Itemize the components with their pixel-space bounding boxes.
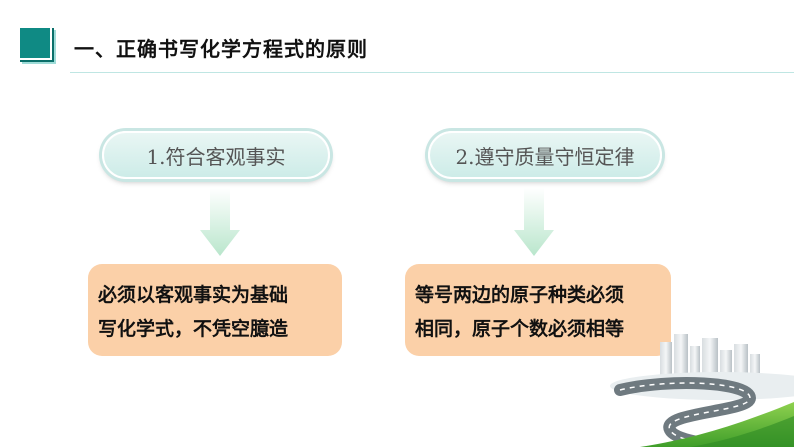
explanation-line: 写化学式，不凭空臆造 [98, 318, 289, 340]
principle-2-box: 2.遵守质量守恒定律 [428, 131, 662, 179]
explanation-line: 相同，原子个数必须相等 [415, 318, 625, 340]
principle-1-explanation: 必须以客观事实为基础 写化学式，不凭空臆造 [88, 264, 342, 356]
title-decoration-square [18, 26, 52, 60]
down-arrow-icon [514, 188, 554, 256]
principle-2-label: 2.遵守质量守恒定律 [455, 144, 635, 169]
city-road-illustration [610, 334, 794, 447]
principle-1-label: 1.符合客观事实 [146, 144, 286, 169]
title-divider [70, 72, 794, 73]
down-arrow-icon [200, 188, 240, 256]
explanation-line: 等号两边的原子种类必须 [415, 284, 625, 306]
page-title: 一、正确书写化学方程式的原则 [74, 37, 368, 61]
principle-1-box: 1.符合客观事实 [102, 131, 330, 179]
explanation-line: 必须以客观事实为基础 [98, 284, 289, 306]
principle-2-explanation: 等号两边的原子种类必须 相同，原子个数必须相等 [405, 264, 671, 356]
